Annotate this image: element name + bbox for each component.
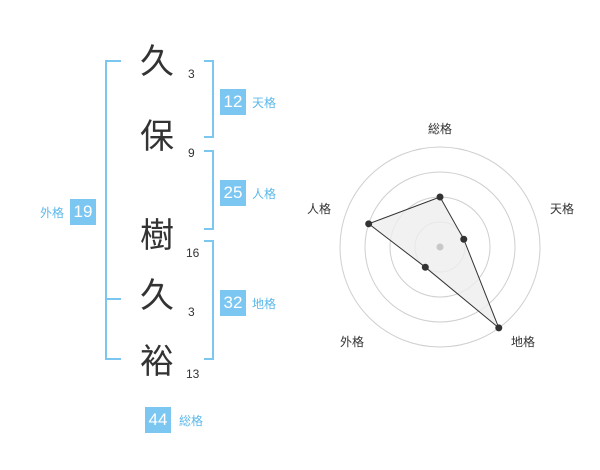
soukaku-value: 44 [145, 407, 171, 433]
radar-point-2 [495, 324, 503, 332]
chikaku-bracket [204, 240, 214, 360]
radar-point-0 [436, 193, 444, 201]
stroke-count-2: 9 [188, 146, 195, 160]
gaikaku-value: 19 [70, 199, 96, 225]
stroke-count-1: 3 [188, 67, 195, 81]
jinkaku-value: 25 [220, 180, 246, 206]
chikaku-label: 地格 [252, 297, 277, 311]
gaikaku-bracket-lower [105, 300, 121, 360]
tenkaku-bracket [204, 60, 214, 138]
gaikaku-label: 外格 [40, 206, 65, 220]
radar-axis-label-gaikaku: 外格 [340, 335, 365, 349]
name-char-5: 裕 [140, 342, 174, 382]
name-char-3: 樹 [140, 216, 174, 256]
name-char-1: 久 [140, 42, 174, 82]
stroke-count-5: 13 [186, 367, 200, 381]
radar-axis-label-tenkaku: 天格 [550, 202, 575, 216]
radar-axis-label-jinkaku: 人格 [307, 202, 332, 216]
jinkaku-label: 人格 [252, 187, 277, 201]
radar-polygon [367, 196, 500, 329]
stroke-count-3: 16 [186, 246, 200, 260]
radar-point-3 [421, 263, 429, 271]
radar-axis-label-chikaku: 地格 [511, 335, 536, 349]
radar-center-dot [436, 243, 444, 251]
chikaku-value: 32 [220, 290, 246, 316]
radar-point-4 [365, 220, 373, 228]
radar-ring [339, 146, 541, 348]
stroke-count-4: 3 [188, 305, 195, 319]
soukaku-label: 総格 [179, 414, 204, 428]
radar-axis-label-soukaku: 総格 [428, 122, 453, 136]
radar-point-1 [460, 235, 468, 243]
radar-points [365, 193, 503, 332]
fortune-radar-chart [339, 146, 541, 348]
radar-ring [364, 171, 516, 323]
name-char-4: 久 [140, 276, 174, 316]
name-char-2: 保 [140, 117, 174, 157]
gaikaku-bracket-upper [105, 60, 121, 300]
tenkaku-value: 12 [220, 89, 246, 115]
jinkaku-bracket [204, 150, 214, 230]
tenkaku-label: 天格 [252, 96, 277, 110]
